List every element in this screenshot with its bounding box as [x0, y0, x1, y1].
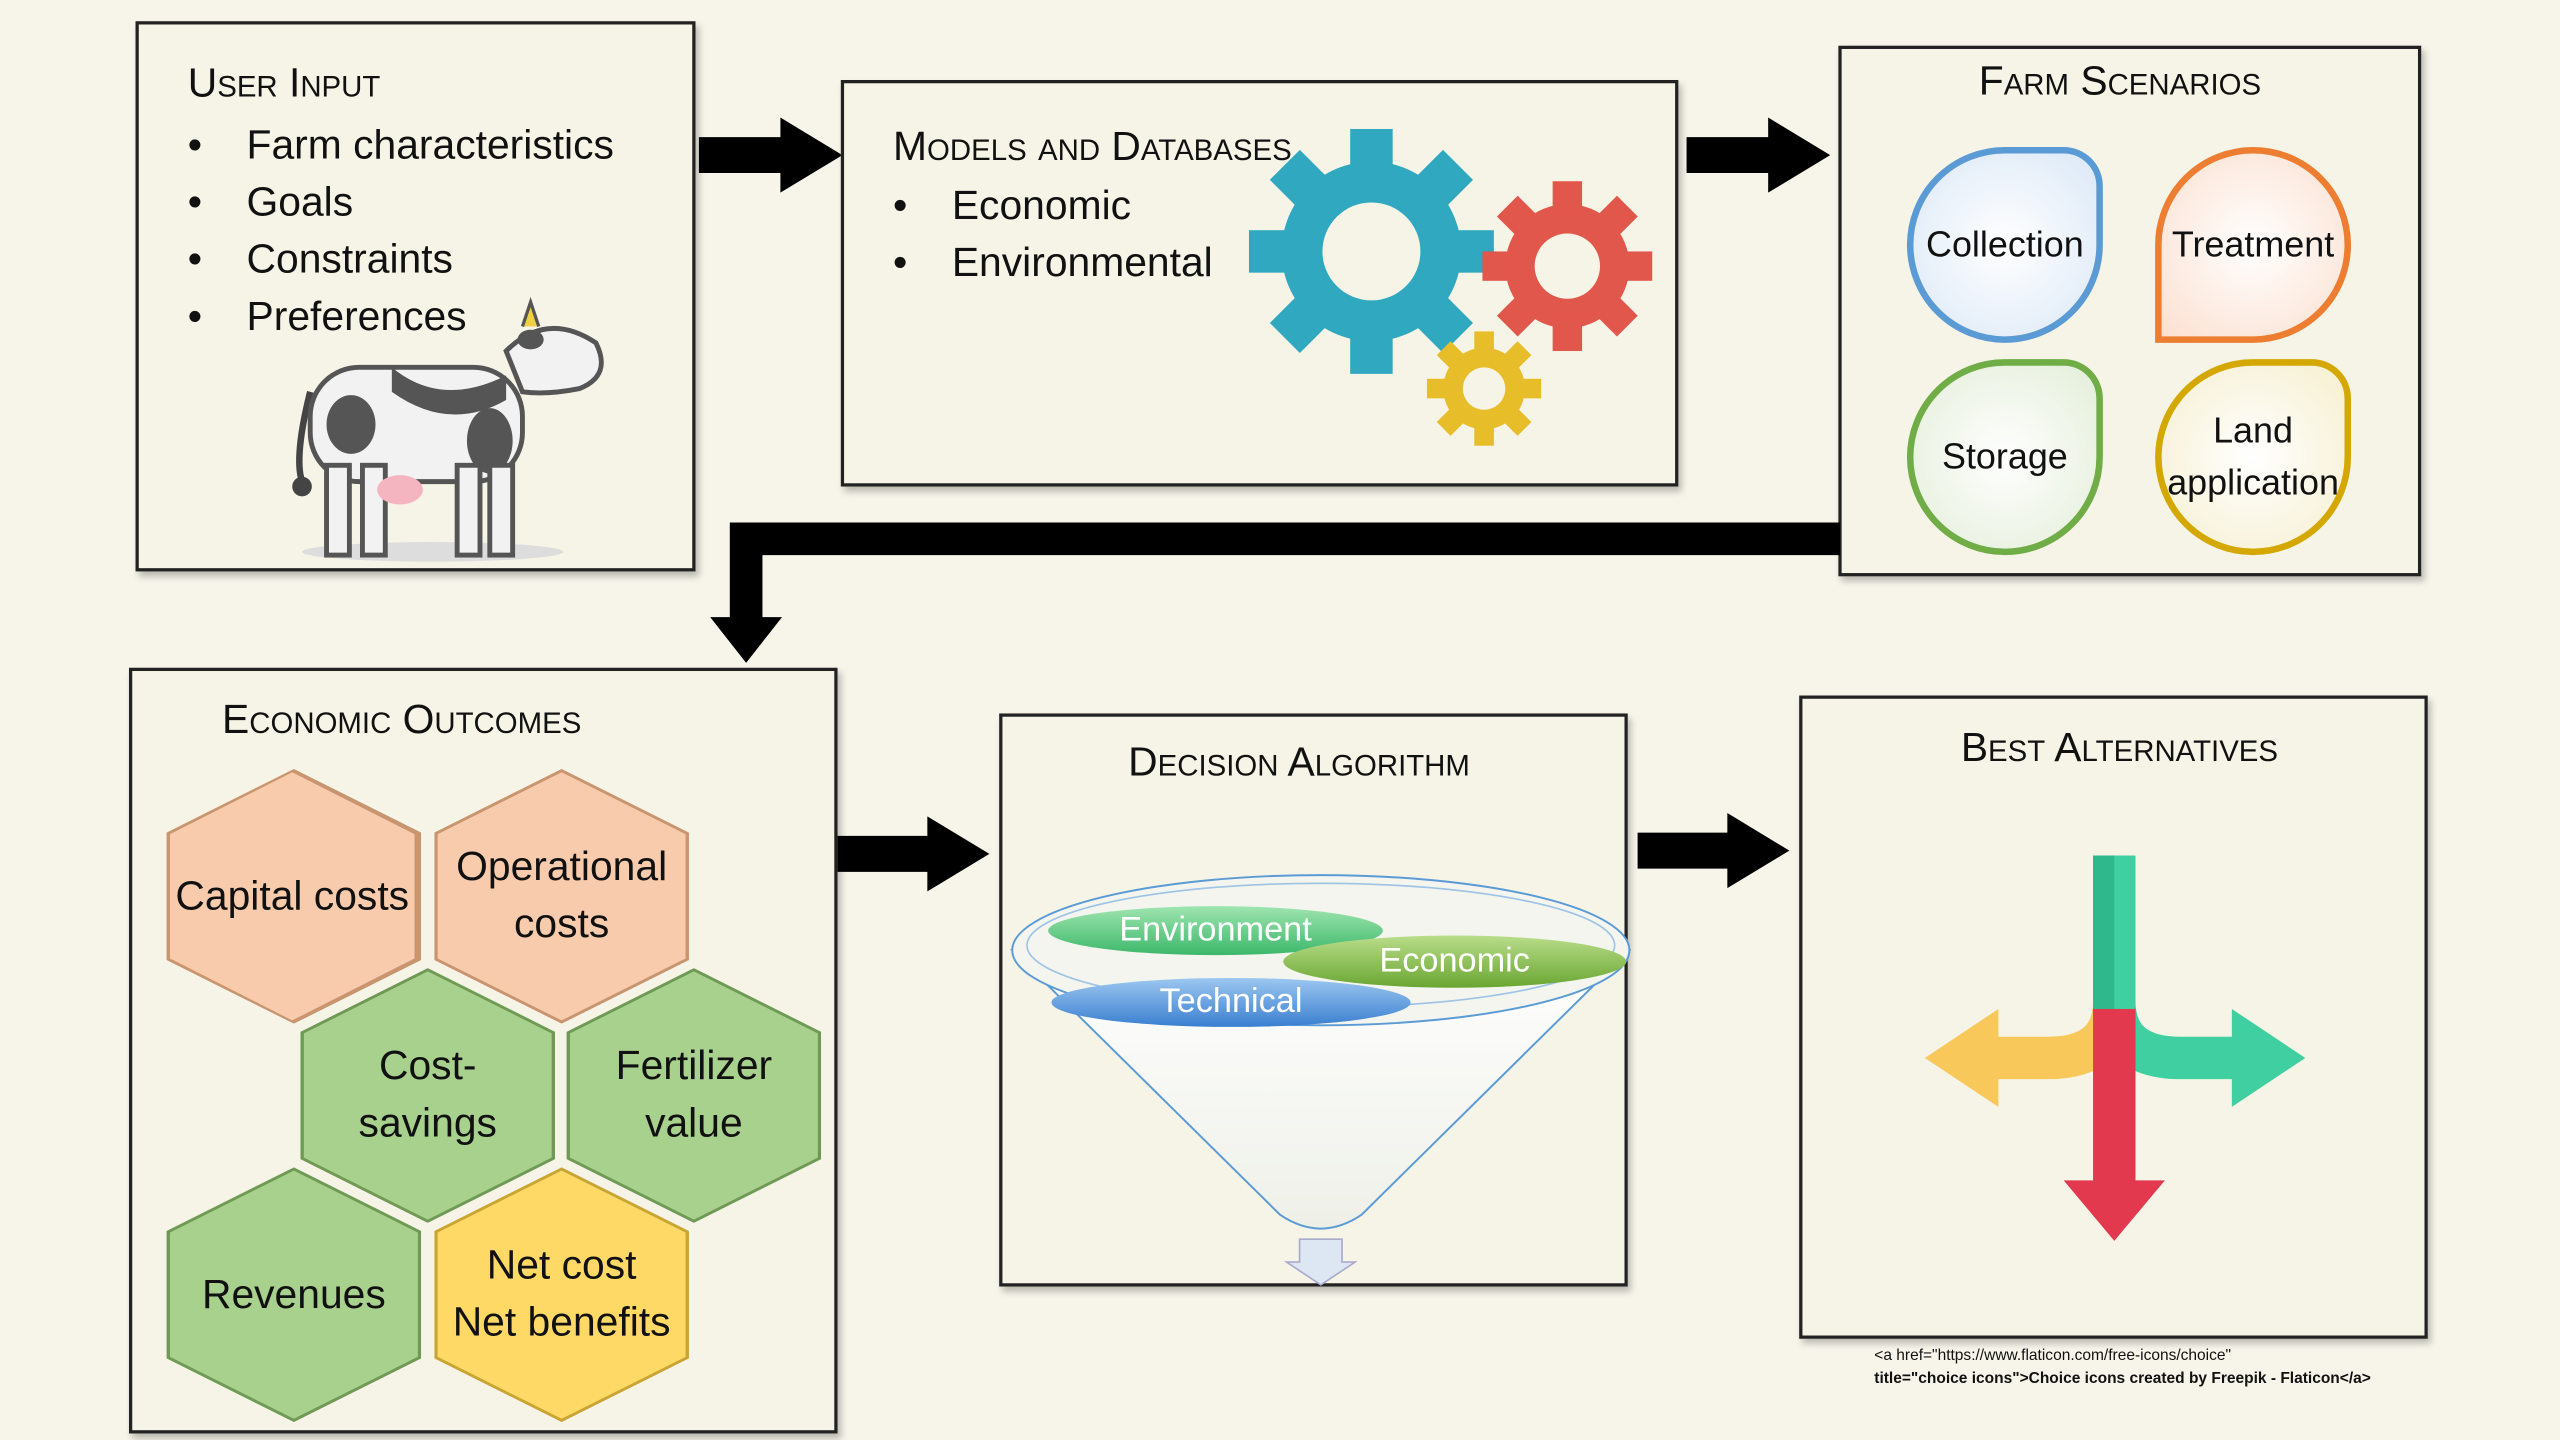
list-item: Economic: [893, 178, 1213, 235]
attribution-text: <a href="https://www.flaticon.com/free-i…: [1874, 1345, 2371, 1391]
connector-arrow-icon: [710, 522, 1840, 663]
farm-scenarios-title: Farm Scenarios: [1978, 58, 2262, 105]
attribution-line: <a href="https://www.flaticon.com/free-i…: [1874, 1346, 2231, 1365]
best-alternatives-title: Best Alternatives: [1960, 724, 2279, 771]
criterion-economic: Economic: [1283, 935, 1627, 988]
scenario-storage: Storage: [1906, 359, 2103, 556]
list-item: Environmental: [893, 235, 1213, 292]
models-title: Models and Databases: [893, 124, 1292, 170]
arrow-right-icon: [837, 816, 990, 892]
list-item: Goals: [188, 175, 614, 232]
scenario-land-application: Land application: [2155, 359, 2352, 556]
arrow-right-icon: [698, 117, 843, 193]
gears-icon: [1248, 128, 1653, 446]
list-item: Farm characteristics: [188, 118, 614, 175]
farm-scenarios-box: Farm Scenarios Collection Treatment Stor…: [1838, 45, 2422, 577]
user-input-title: User Input: [187, 60, 381, 107]
arrow-right-icon: [1686, 117, 1831, 193]
list-item: Preferences: [188, 289, 614, 346]
user-input-box: User Input Farm characteristics Goals Co…: [135, 21, 696, 572]
cow-icon: [292, 296, 604, 562]
decision-title: Decision Algorithm: [1128, 739, 1470, 786]
arrow-right-icon: [1637, 813, 1790, 889]
models-list: Economic Environmental: [893, 178, 1213, 292]
best-alternatives-box: Best Alternatives: [1799, 695, 2428, 1339]
user-input-list: Farm characteristics Goals Constraints P…: [188, 118, 614, 347]
hex-revenues: Revenues: [169, 1170, 418, 1419]
scenario-collection: Collection: [1906, 146, 2103, 343]
attribution-line: title="choice icons">Choice icons create…: [1874, 1369, 2371, 1388]
decision-algorithm-box: Decision Algorithm Environment Economic …: [999, 713, 1632, 1287]
choice-arrows-icon: [1924, 855, 2306, 1241]
economic-outcomes-title: Economic Outcomes: [222, 697, 582, 743]
hex-net-cost-net-benefits: Net cost Net benefits: [437, 1170, 686, 1419]
models-box: Models and Databases Economic Environmen…: [840, 79, 1679, 487]
list-item: Constraints: [188, 232, 614, 289]
scenario-treatment: Treatment: [2155, 146, 2352, 343]
criterion-technical: Technical: [1051, 977, 1411, 1027]
